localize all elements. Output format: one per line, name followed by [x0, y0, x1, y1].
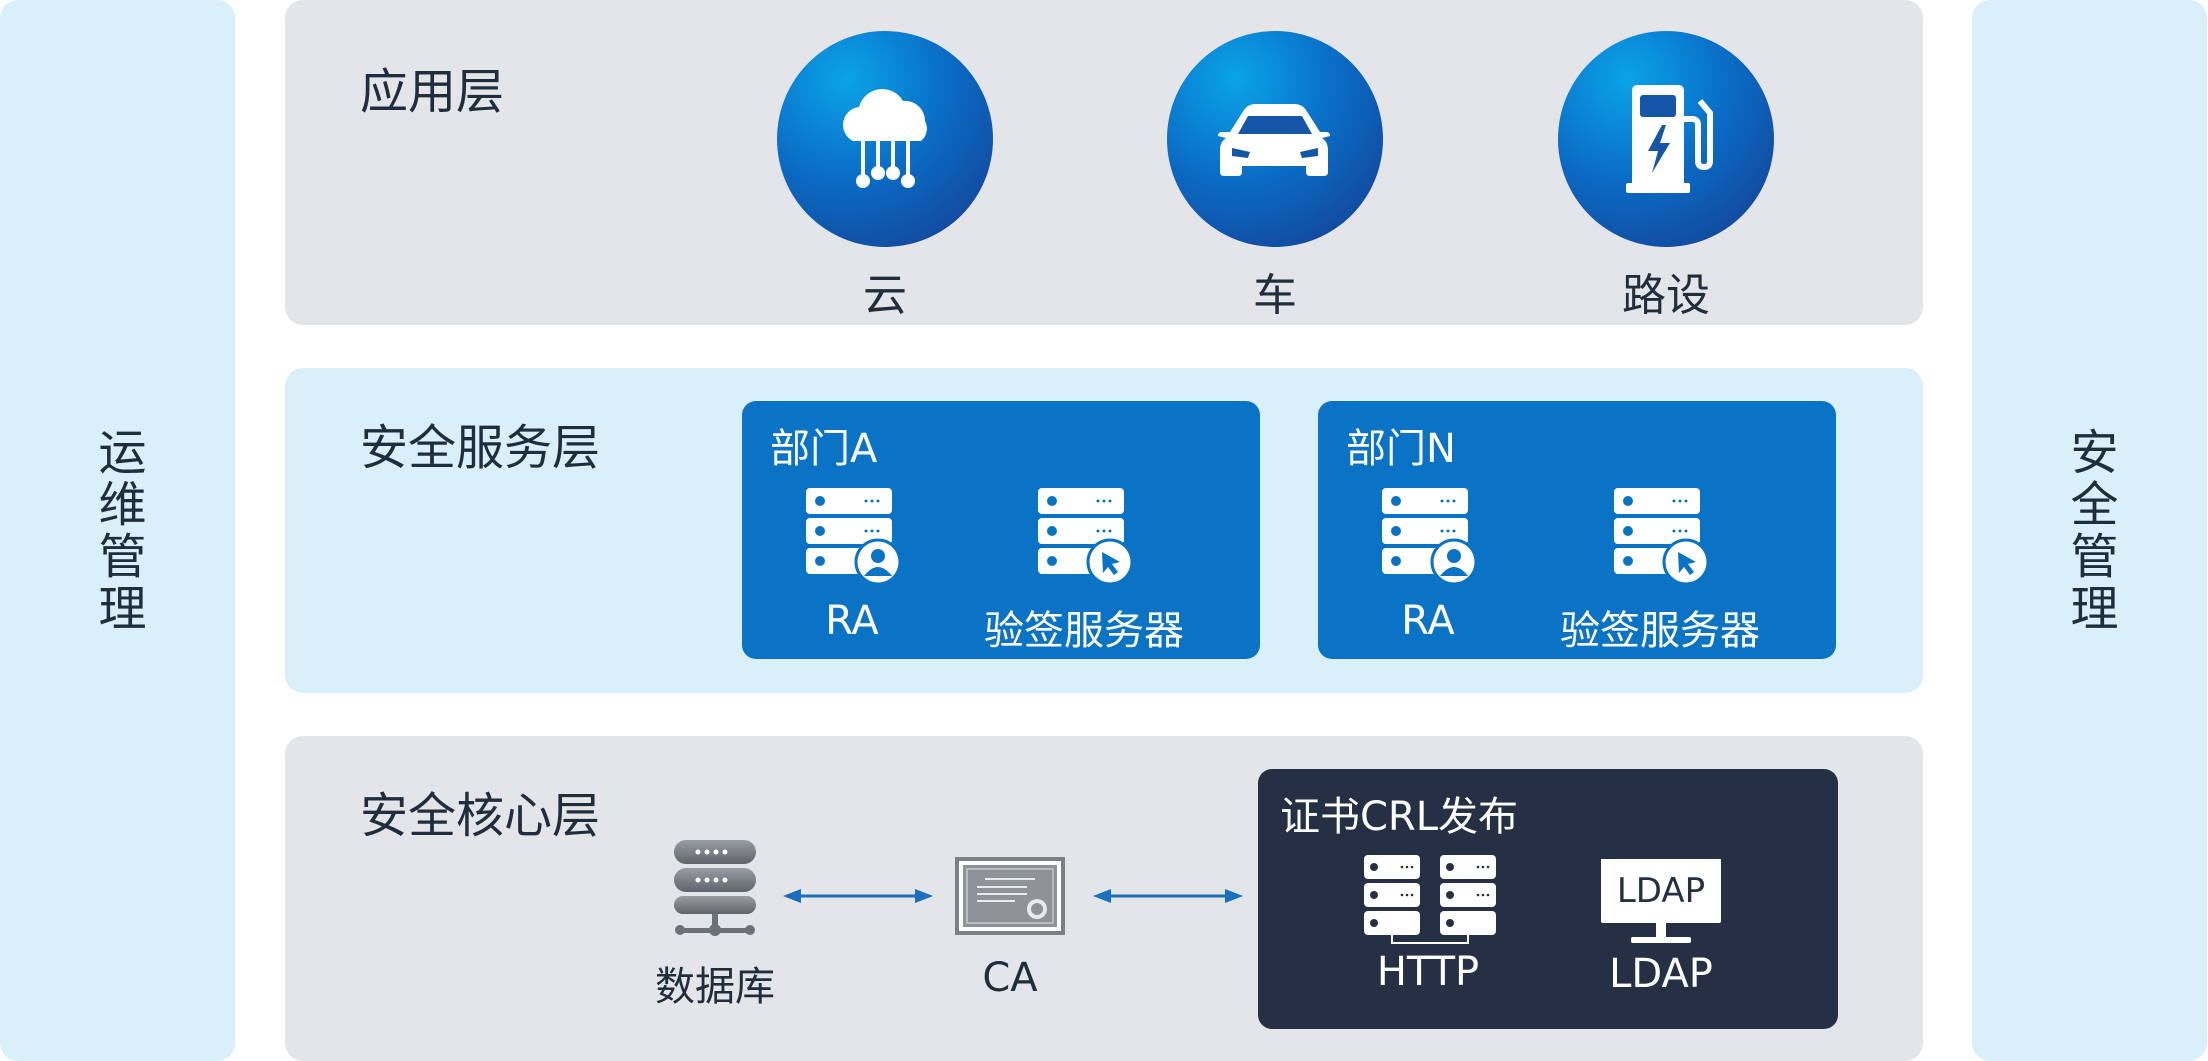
server-user-icon [806, 488, 902, 586]
car-icon [1167, 31, 1383, 247]
ca-item: CA [945, 857, 1075, 1001]
application-layer: 应用层 云 车 [285, 0, 1923, 325]
ca-crl-arrow [1093, 889, 1243, 903]
app-item-car: 车 [1167, 31, 1383, 323]
security-core-layer: 安全核心层 数据库 [285, 736, 1923, 1061]
department-n-ra: RA [1318, 486, 1538, 644]
database-item: 数据库 [640, 840, 790, 1012]
crl-publish-title: 证书CRL发布 [1280, 794, 1519, 840]
app-label-roadside: 路设 [1622, 270, 1710, 321]
app-label-car: 车 [1253, 270, 1297, 321]
security-management-panel: 安全管理 [1972, 0, 2207, 1061]
department-n-verify-server: 验签服务器 [1550, 486, 1770, 656]
server-cursor-icon [1614, 488, 1710, 586]
security-service-layer-title: 安全服务层 [360, 420, 601, 476]
monitor-icon: LDAP [1601, 855, 1721, 947]
department-n-verify-server-label: 验签服务器 [1560, 608, 1760, 654]
ldap-item: LDAP LDAP [1586, 855, 1736, 997]
http-item: HTTP [1358, 855, 1498, 995]
ops-management-panel: 运维管理 [0, 0, 235, 1061]
department-a-verify-server: 验签服务器 [974, 486, 1194, 656]
crl-publish-box: 证书CRL发布 HTTP [1258, 769, 1838, 1029]
server-pair-icon [1364, 855, 1496, 944]
database-label: 数据库 [655, 964, 775, 1010]
department-a-box: 部门A RA 验签服 [742, 401, 1260, 659]
department-n-box: 部门N RA 验签服 [1318, 401, 1836, 659]
department-n-ra-label: RA [1401, 598, 1455, 644]
security-management-label: 安全管理 [2061, 426, 2118, 635]
cloud-icon [777, 31, 993, 247]
security-core-layer-title: 安全核心层 [360, 788, 601, 844]
ops-management-label: 运维管理 [89, 426, 146, 635]
ldap-label: LDAP [1609, 951, 1713, 997]
security-service-layer: 安全服务层 部门A RA [285, 368, 1923, 693]
database-server-icon [674, 840, 756, 936]
app-label-cloud: 云 [863, 270, 907, 321]
department-a-title: 部门A [770, 426, 878, 472]
server-user-icon [1382, 488, 1478, 586]
department-a-ra-label: RA [825, 598, 879, 644]
ldap-screen-text: LDAP [1616, 871, 1706, 911]
server-cursor-icon [1038, 488, 1134, 586]
app-item-cloud: 云 [777, 31, 993, 323]
certificate-icon [955, 857, 1065, 935]
ca-label: CA [982, 955, 1038, 1001]
charging-station-icon [1558, 31, 1774, 247]
app-item-roadside: 路设 [1558, 31, 1774, 323]
http-label: HTTP [1376, 949, 1480, 995]
department-a-ra: RA [742, 486, 962, 644]
application-layer-title: 应用层 [360, 64, 505, 120]
database-ca-arrow [783, 889, 933, 903]
department-n-title: 部门N [1346, 426, 1456, 472]
department-a-verify-server-label: 验签服务器 [984, 608, 1184, 654]
